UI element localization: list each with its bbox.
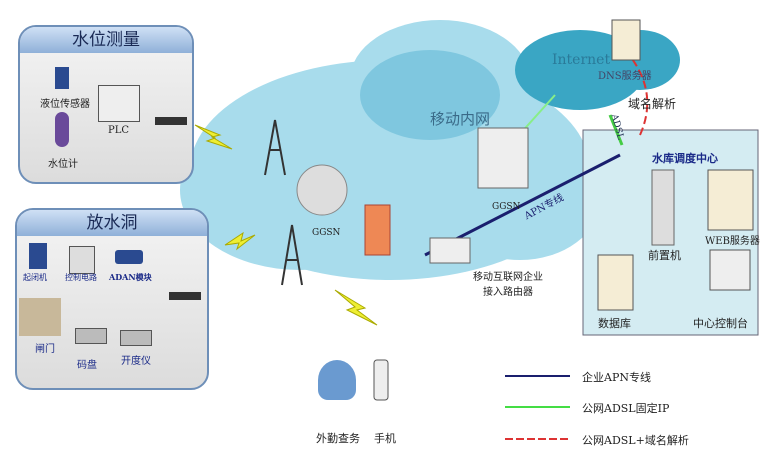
dns-label: DNS服务器 [598, 71, 652, 82]
center-title: 水库调度中心 [652, 152, 718, 165]
gate-label: 闸门 [35, 344, 55, 355]
water-level-panel: 水位测量 液位传感器 水位计 PLC [18, 25, 194, 184]
encoder-label: 码盘 [77, 360, 97, 371]
field-label: 外勤查务 [316, 432, 360, 445]
gauge-label: 水位计 [48, 159, 78, 170]
gauge-icon [55, 112, 69, 147]
outlet-panel: 放水洞 起闭机 控制电路 ADAN模块 闸门 码盘 开度仪 [15, 208, 209, 390]
inner-cloud [360, 50, 500, 140]
panel-title: 水位测量 [20, 27, 192, 53]
sensor-label: 液位传感器 [40, 99, 90, 110]
panel-title: 放水洞 [17, 210, 207, 236]
module-icon [115, 250, 143, 264]
mobile-net-label: 移动内网 [430, 110, 491, 128]
meter-label: 开度仪 [121, 356, 151, 367]
phone-label: 手机 [374, 432, 396, 445]
dtu-icon [155, 117, 187, 125]
domain-resolve-label: 域名解析 [628, 97, 677, 111]
frontend-label: 前置机 [648, 249, 681, 262]
web-label: WEB服务器 [705, 236, 760, 247]
field-worker-icon [318, 360, 356, 400]
meter-icon [120, 330, 152, 346]
router-label: 移动互联网企业 接入路由器 [473, 272, 543, 298]
internet-label: Internet [552, 52, 611, 68]
module-label: ADAN模块 [109, 272, 152, 282]
encoder-icon [75, 328, 107, 344]
console-label: 中心控制台 [693, 317, 748, 330]
plc-icon [98, 85, 140, 122]
dtu-icon [169, 292, 201, 300]
control-label: 控制电路 [65, 273, 97, 282]
ggsn-right-label: GGSN [492, 202, 521, 212]
legend-adsl-dns: 公网ADSL+域名解析 [582, 434, 689, 447]
sensor-icon [55, 67, 69, 89]
control-icon [69, 246, 95, 274]
hoist-icon [29, 243, 47, 269]
legend-apn: 企业APN专线 [582, 371, 651, 384]
plc-label: PLC [108, 125, 130, 136]
legend-adsl-ip: 公网ADSL固定IP [582, 402, 670, 415]
hoist-label: 起闭机 [23, 273, 47, 282]
gate-photo [19, 298, 61, 336]
db-label: 数据库 [598, 317, 631, 330]
legend-lines [505, 375, 570, 440]
ggsn-left-label: GGSN [312, 228, 341, 238]
